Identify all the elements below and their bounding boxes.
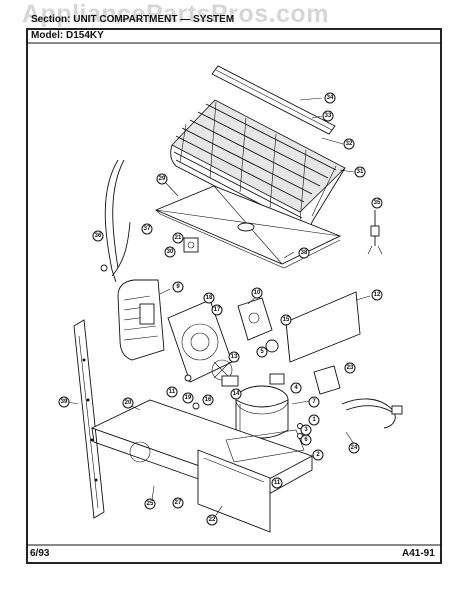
bracket-21-drawing [183, 237, 199, 253]
callout-c22: 22 [206, 514, 218, 526]
svg-text:19: 19 [185, 395, 192, 401]
fan-motor-bracket-drawing [237, 297, 279, 353]
callout-c36: 36 [92, 230, 104, 242]
callout-c35: 35 [371, 197, 383, 209]
drain-pan-drawing [154, 185, 342, 269]
svg-text:25: 25 [147, 501, 154, 507]
callout-c38: 38 [298, 247, 310, 259]
callout-c14: 14 [230, 388, 242, 400]
callout-c4: 4 [290, 382, 302, 394]
capillary-tube-drawing [100, 159, 131, 283]
svg-text:16: 16 [205, 397, 212, 403]
condenser-coil-9-drawing [117, 279, 165, 361]
callout-c25: 25 [144, 498, 156, 510]
svg-text:33: 33 [325, 113, 332, 119]
svg-text:22: 22 [209, 517, 216, 523]
svg-text:31: 31 [357, 169, 364, 175]
model-label: Model: [31, 30, 64, 41]
callout-c31: 31 [354, 166, 366, 178]
callout-c11: 11 [166, 386, 178, 398]
callout-c2: 2 [312, 449, 324, 461]
svg-text:9: 9 [176, 284, 180, 290]
callout-c20: 20 [122, 397, 134, 409]
callout-c30: 30 [164, 246, 176, 258]
svg-text:35: 35 [374, 200, 381, 206]
svg-text:11: 11 [169, 389, 176, 395]
svg-text:11: 11 [274, 480, 281, 486]
callout-c16: 16 [202, 394, 214, 406]
svg-text:37: 37 [144, 226, 151, 232]
svg-text:34: 34 [327, 95, 334, 101]
footer-page-code: A41-91 [402, 548, 435, 559]
compressor-drawing [235, 385, 289, 439]
callout-c17: 17 [211, 304, 223, 316]
svg-text:38: 38 [301, 250, 308, 256]
svg-text:6: 6 [304, 437, 308, 443]
footer-date: 6/93 [30, 548, 50, 559]
svg-text:12: 12 [374, 292, 381, 298]
svg-text:24: 24 [351, 445, 358, 451]
callout-c37: 37 [141, 223, 153, 235]
svg-text:15: 15 [283, 317, 290, 323]
callout-c39: 39 [58, 396, 70, 408]
callout-c34: 34 [324, 92, 336, 104]
callout-c13: 13 [228, 351, 240, 363]
svg-text:1: 1 [312, 417, 316, 423]
callout-c19: 19 [182, 392, 194, 404]
svg-text:29: 29 [159, 176, 166, 182]
watermark: AppliancePartsPros.com [22, 0, 329, 28]
rear-panel-12-drawing [285, 291, 361, 363]
svg-text:3: 3 [304, 427, 308, 433]
callout-c10: 10 [251, 287, 263, 299]
callout-c3: 3 [300, 424, 312, 436]
svg-text:4: 4 [294, 385, 298, 391]
access-cover-drawing [197, 449, 271, 533]
model-header: Model: D154KY [31, 30, 104, 41]
callout-c18: 18 [203, 292, 215, 304]
callout-c23: 23 [344, 362, 356, 374]
condenser-bracket-drawing [211, 65, 336, 135]
callout-c12: 12 [371, 289, 383, 301]
svg-text:39: 39 [61, 399, 68, 405]
callout-c24: 24 [348, 442, 360, 454]
callout-c33: 33 [322, 110, 334, 122]
svg-text:13: 13 [231, 354, 238, 360]
svg-text:20: 20 [125, 400, 132, 406]
callout-c1: 1 [308, 414, 320, 426]
callout-c15: 15 [280, 314, 292, 326]
svg-text:10: 10 [254, 290, 261, 296]
svg-text:7: 7 [312, 399, 316, 405]
svg-text:21: 21 [175, 235, 182, 241]
callout-c21: 21 [172, 232, 184, 244]
callout-c32: 32 [343, 138, 355, 150]
wire-harness-35-drawing [367, 210, 383, 255]
svg-text:18: 18 [206, 295, 213, 301]
side-panel-39-drawing [73, 319, 105, 519]
callout-c5: 5 [256, 346, 268, 358]
section-header: Section: UNIT COMPARTMENT — SYSTEM [31, 14, 234, 25]
svg-text:17: 17 [214, 307, 221, 313]
svg-text:5: 5 [260, 349, 264, 355]
model-value: D154KY [66, 30, 104, 41]
callout-c9: 9 [172, 281, 184, 293]
svg-text:36: 36 [95, 233, 102, 239]
relay-overload-drawing [221, 365, 341, 395]
svg-text:14: 14 [233, 391, 240, 397]
callout-c11b: 11 [271, 477, 283, 489]
svg-text:2: 2 [316, 452, 320, 458]
section-value: UNIT COMPARTMENT — SYSTEM [73, 14, 235, 25]
svg-text:27: 27 [175, 500, 182, 506]
power-cord-24-drawing [341, 398, 403, 429]
svg-text:23: 23 [347, 365, 354, 371]
callout-c29: 29 [156, 173, 168, 185]
callout-c7: 7 [308, 396, 320, 408]
callout-c6: 6 [300, 434, 312, 446]
section-label: Section: [31, 14, 71, 25]
svg-text:30: 30 [167, 249, 174, 255]
svg-text:32: 32 [346, 141, 353, 147]
diagram-frame [26, 28, 442, 564]
callout-c27: 27 [172, 497, 184, 509]
